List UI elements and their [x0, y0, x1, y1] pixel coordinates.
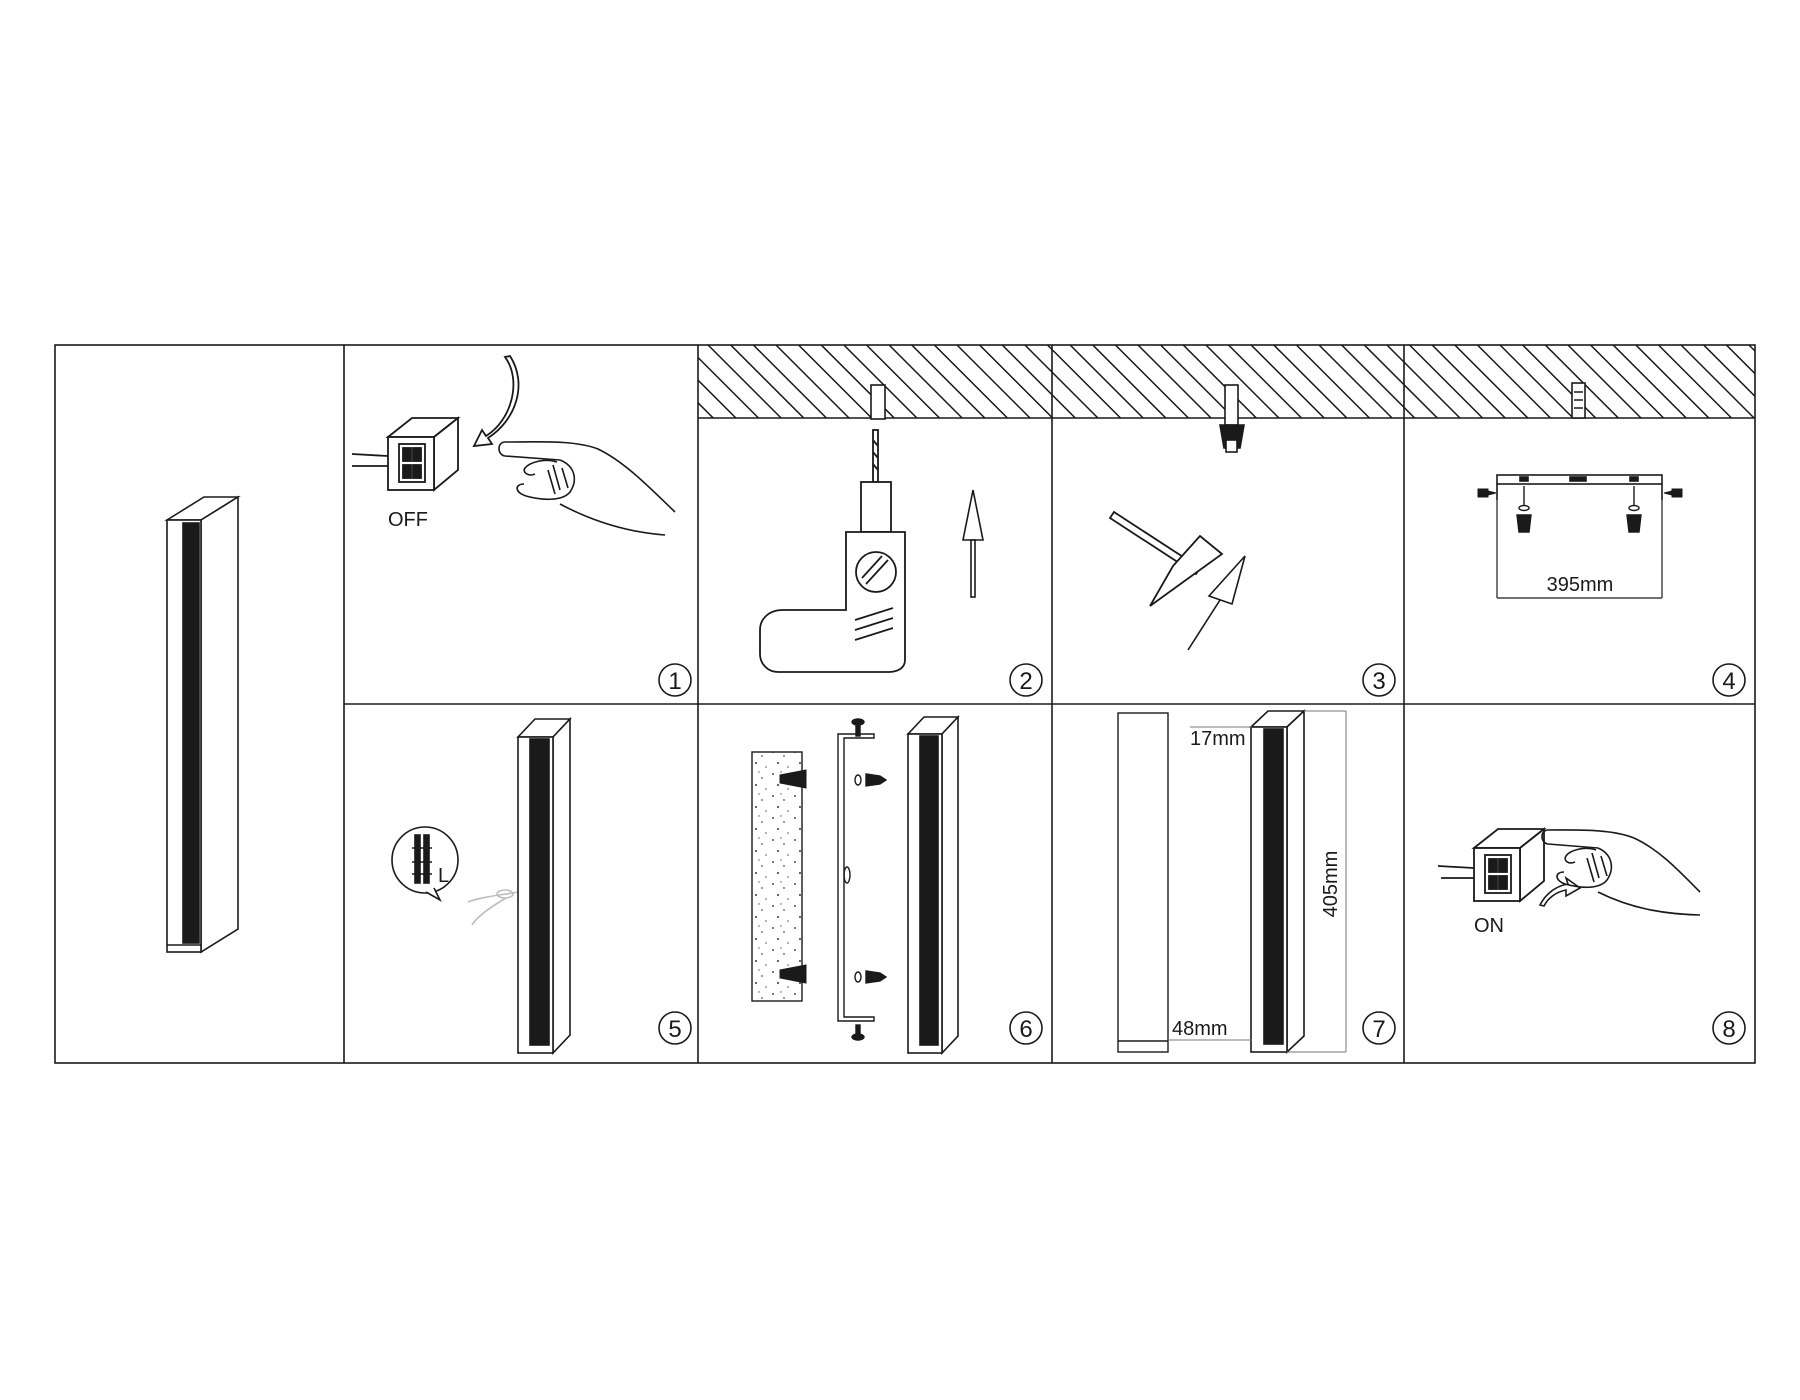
step-4-panel: 395mm 4 — [1477, 382, 1746, 697]
step-4-badge — [1712, 663, 1746, 697]
step-7-panel: 17mm 48mm 405mm 7 — [1117, 709, 1396, 1054]
step-6-panel: 6 — [751, 714, 1043, 1056]
top-depth-label: 17mm — [1190, 728, 1246, 750]
drill-icon — [759, 429, 906, 673]
on-label: ON — [1474, 915, 1504, 937]
step-2-number: 2 — [1019, 668, 1032, 695]
fixture-side-view — [1117, 712, 1169, 1053]
step-1-number: 1 — [668, 668, 681, 695]
switch-box-icon — [1437, 827, 1547, 903]
off-label: OFF — [388, 509, 428, 531]
up-arrow-icon — [1187, 555, 1246, 651]
step-5-number: 5 — [668, 1016, 681, 1043]
dimension-lines — [1168, 710, 1347, 1053]
step-3-panel: 3 — [1108, 384, 1396, 697]
step-1-badge — [658, 663, 692, 697]
step-5-badge — [658, 1011, 692, 1045]
light-fixture-illustration — [516, 716, 572, 1056]
step-1-panel: OFF 1 — [351, 354, 692, 697]
drilled-hole — [870, 384, 886, 420]
connector-callout — [391, 826, 459, 903]
step-6-number: 6 — [1019, 1016, 1032, 1043]
step-8-number: 8 — [1722, 1016, 1735, 1043]
bottom-width-label: 48mm — [1172, 1018, 1228, 1040]
wire-icon — [467, 889, 519, 926]
wire-label: L — [438, 865, 449, 887]
height-label: 405mm — [1320, 851, 1342, 918]
curved-arrow-icon — [472, 354, 520, 448]
step-6-badge — [1009, 1011, 1043, 1045]
wall-plug-icon — [779, 769, 807, 984]
hand-pointing-icon — [1541, 829, 1701, 916]
step-3-number: 3 — [1372, 668, 1385, 695]
step-7-number: 7 — [1372, 1016, 1385, 1043]
light-fixture-illustration — [906, 714, 960, 1056]
product-overview — [164, 495, 241, 954]
step-5-panel: L 5 — [391, 716, 692, 1056]
dowel-icon — [1516, 486, 1642, 533]
step-4-number: 4 — [1722, 668, 1735, 695]
installed-anchor-icon — [1571, 382, 1586, 419]
step-2-panel: 2 — [759, 384, 1043, 697]
light-fixture-illustration — [1248, 709, 1307, 1054]
wall-anchor-icon — [1219, 384, 1245, 453]
screw-icon — [1477, 488, 1683, 498]
mounting-bracket-icon — [837, 733, 875, 1022]
up-arrow-icon — [962, 489, 984, 598]
step-3-badge — [1362, 663, 1396, 697]
light-fixture-illustration — [164, 495, 241, 954]
step-2-badge — [1009, 663, 1043, 697]
step-8-panel: ON 8 — [1437, 827, 1746, 1045]
wall-section — [751, 751, 803, 1002]
bracket-width-label: 395mm — [1547, 574, 1614, 596]
switch-box-icon — [351, 416, 461, 492]
dimension-line — [1496, 500, 1663, 599]
hand-pointing-icon — [498, 441, 676, 536]
panel-grid — [54, 344, 1756, 1064]
screw-icon — [851, 718, 888, 1041]
mounting-bracket-icon — [1496, 474, 1663, 500]
step-7-badge — [1362, 1011, 1396, 1045]
step-8-badge — [1712, 1011, 1746, 1045]
hammer-icon — [1108, 510, 1224, 607]
